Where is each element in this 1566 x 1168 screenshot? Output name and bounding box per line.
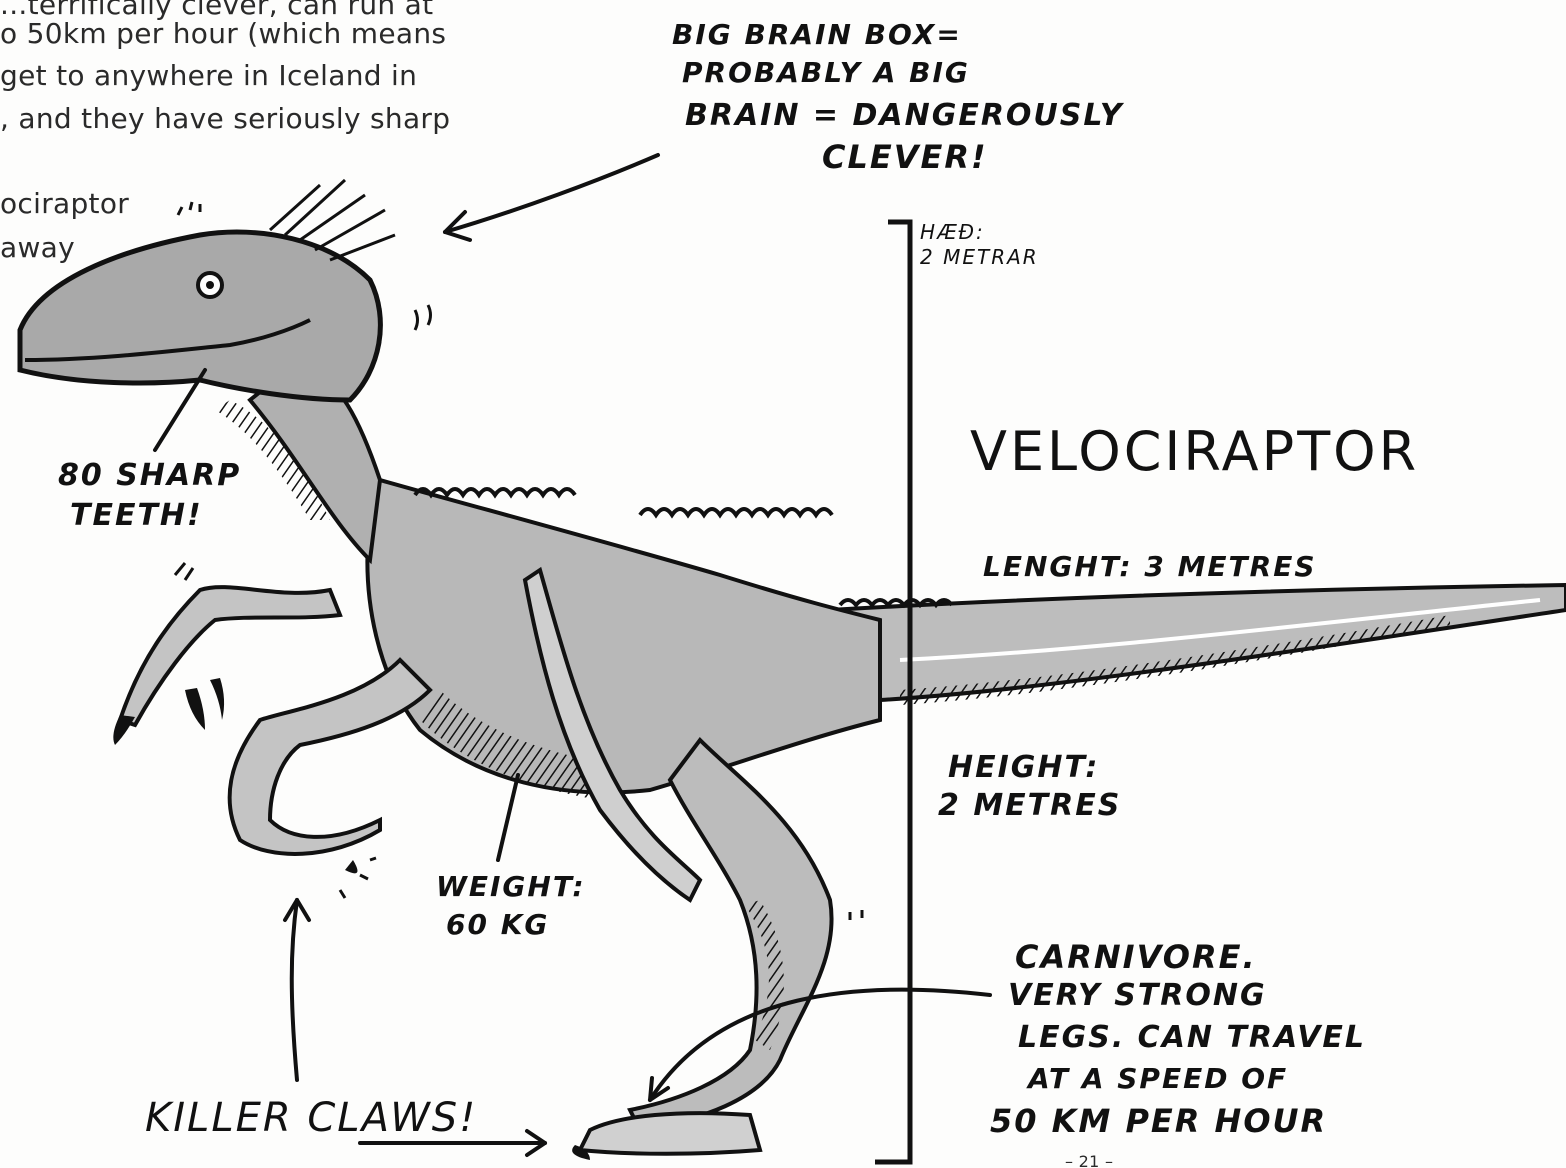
hand-claw-1 bbox=[113, 715, 135, 745]
teeth-note-line-1: 80 SHARP bbox=[58, 458, 241, 493]
height-value: 2 METRES bbox=[938, 788, 1121, 823]
brain-note-line-4: CLEVER! bbox=[822, 138, 988, 176]
brain-note-line-3: BRAIN = DANGEROUSLY bbox=[685, 98, 1124, 133]
back-foot bbox=[580, 1113, 760, 1154]
front-foot-claw bbox=[345, 860, 358, 873]
height-label: HEIGHT: bbox=[948, 750, 1099, 785]
claws-up-arrow bbox=[292, 900, 297, 1080]
length-note: LENGHT: 3 METRES bbox=[983, 550, 1317, 583]
brain-arrow bbox=[445, 155, 658, 232]
page-title: VELOCIRAPTOR bbox=[970, 420, 1419, 483]
carnivore-note-line-3: LEGS. CAN TRAVEL bbox=[1018, 1020, 1366, 1055]
brain-note-line-2: PROBABLY A BIG bbox=[682, 56, 970, 89]
body-text-line-2: o 50km per hour (which means bbox=[0, 17, 446, 50]
haed-label: HÆÐ: bbox=[920, 220, 985, 244]
claws-note: KILLER CLAWS! bbox=[145, 1095, 477, 1141]
front-leg bbox=[230, 660, 430, 854]
back-leg bbox=[630, 740, 832, 1130]
carnivore-note-line-2: VERY STRONG bbox=[1008, 978, 1267, 1013]
body-text-line-3: get to anywhere in Iceland in bbox=[0, 59, 417, 92]
raptor-body bbox=[367, 480, 880, 793]
body-text-line-5: ociraptor bbox=[0, 187, 129, 220]
carnivore-arrow bbox=[650, 990, 990, 1100]
body-text-line-6: away bbox=[0, 231, 75, 264]
page-number: – 21 – bbox=[1065, 1152, 1113, 1168]
brain-note-line-1: BIG BRAIN BOX= bbox=[672, 18, 962, 51]
carnivore-note-line-4: AT A SPEED OF bbox=[1028, 1062, 1288, 1095]
haed-value: 2 METRAR bbox=[920, 245, 1039, 269]
weight-value: 60 KG bbox=[446, 908, 549, 941]
body-text-line-4: , and they have seriously sharp bbox=[0, 102, 450, 135]
teeth-note-line-2: TEETH! bbox=[70, 498, 203, 533]
hand-claw-3 bbox=[210, 678, 224, 720]
hand-claw-2 bbox=[185, 688, 205, 730]
raptor-arm bbox=[120, 587, 340, 725]
weight-label: WEIGHT: bbox=[436, 870, 586, 903]
carnivore-note-line-1: CARNIVORE. bbox=[1015, 938, 1257, 976]
weight-arrow bbox=[498, 775, 518, 860]
carnivore-note-line-5: 50 KM PER HOUR bbox=[990, 1102, 1327, 1140]
